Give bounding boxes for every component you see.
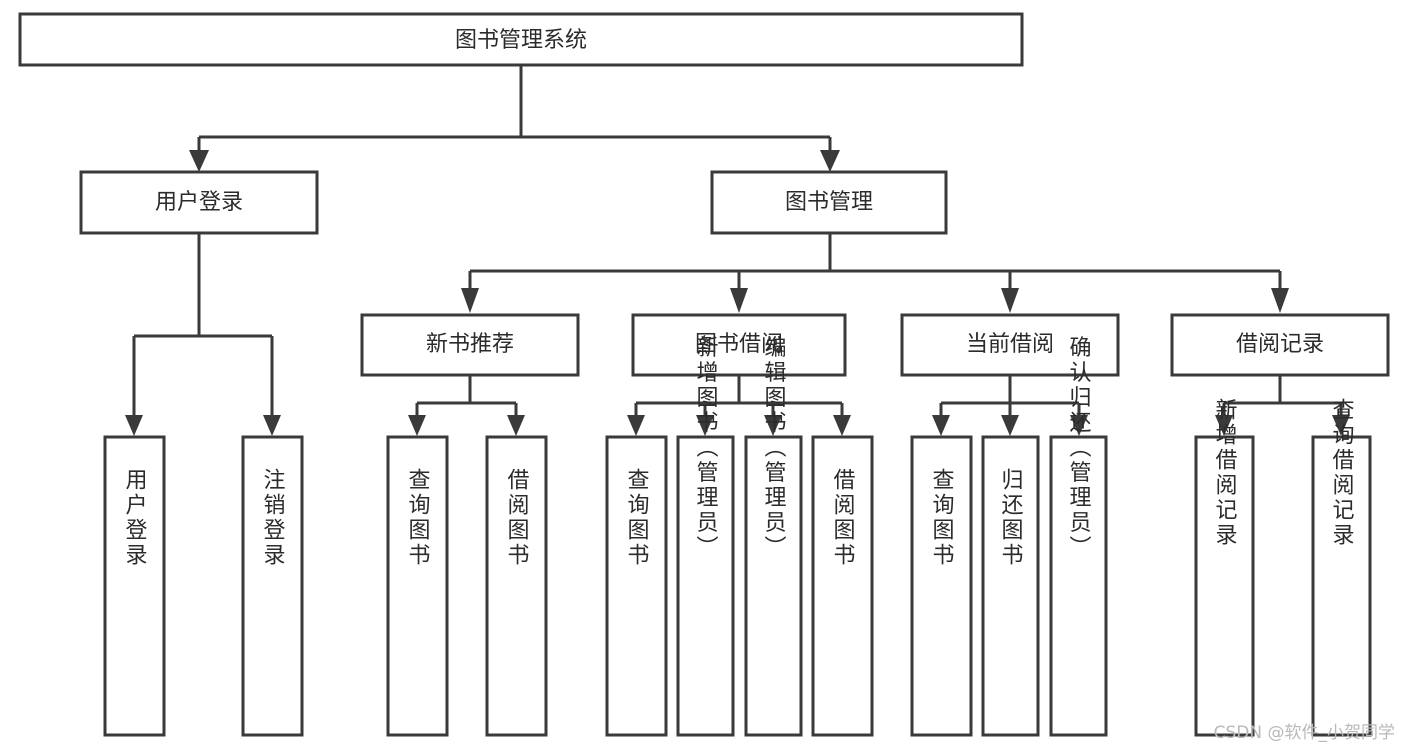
arrow-current-borrow-leaf-1 — [932, 415, 950, 436]
leaf-label-borrow-record-2: 查询借阅记录 — [1329, 398, 1355, 548]
arrow-user-login-leaf-1 — [125, 415, 143, 436]
leaf-box-current-borrow-2[interactable] — [981, 435, 1040, 737]
arrow-to-borrow-record — [1271, 288, 1289, 313]
book-management-label: 图书管理 — [785, 190, 873, 215]
leaf-box-current-borrow-1[interactable] — [910, 435, 973, 737]
connectors-layer — [125, 65, 1350, 436]
leaf-box-current-borrow-3[interactable] — [1049, 435, 1108, 737]
watermark-text: CSDN @软件_小贺同学 — [1213, 723, 1395, 743]
arrow-book-borrow-leaf-3 — [764, 415, 782, 436]
root-label: 图书管理系统 — [455, 28, 587, 53]
leaf-label-borrow-record-1: 新增借阅记录 — [1212, 398, 1238, 548]
arrow-root-to-book-mgmt — [820, 150, 840, 172]
user-login-box[interactable] — [79, 170, 319, 235]
borrow-record-box[interactable] — [1170, 313, 1390, 377]
leaf-node[interactable]: 注销登录 — [241, 435, 304, 737]
leaf-node[interactable]: 查询图书 — [386, 435, 449, 737]
new-book-recommend-box[interactable] — [360, 313, 580, 377]
node-book-borrow[interactable]: 图书借阅 — [631, 313, 847, 377]
leaf-label-user-login-2: 注销登录 — [260, 468, 286, 568]
current-borrow-label: 当前借阅 — [966, 332, 1054, 357]
leaf-box-book-borrow-1[interactable] — [605, 435, 668, 737]
arrow-user-login-leaf-2 — [263, 415, 281, 436]
leaf-node[interactable]: 新增借阅记录 — [1194, 398, 1255, 737]
leaf-node[interactable]: 新增图书（管理员） — [676, 336, 735, 737]
arrow-current-borrow-leaf-3 — [1070, 415, 1088, 436]
leaf-node[interactable]: 归还图书 — [981, 435, 1040, 737]
leaf-label-book-borrow-3: 编辑图书（管理员） — [761, 336, 787, 561]
leaf-node[interactable]: 借阅图书 — [811, 435, 874, 737]
leaf-label-current-borrow-1: 查询图书 — [929, 468, 955, 568]
arrow-new-book-leaf-2 — [507, 415, 525, 436]
borrow-record-label: 借阅记录 — [1236, 332, 1324, 357]
root-box[interactable] — [18, 12, 1024, 67]
leaf-label-user-login-1: 用户登录 — [122, 468, 148, 568]
node-root-book-management-system[interactable]: 图书管理系统 — [18, 12, 1024, 67]
arrow-borrow-record-leaf-1 — [1215, 415, 1233, 436]
leaf-label-new-book-1: 查询图书 — [405, 468, 431, 568]
leaf-box-book-borrow-3[interactable] — [744, 435, 803, 737]
leaf-node[interactable]: 查询图书 — [605, 435, 668, 737]
leaf-box-new-book-2[interactable] — [485, 435, 548, 737]
user-login-label: 用户登录 — [155, 190, 243, 215]
leaf-node[interactable]: 用户登录 — [103, 435, 166, 737]
leaf-node[interactable]: 查询借阅记录 — [1311, 398, 1372, 737]
arrow-borrow-record-leaf-2 — [1332, 415, 1350, 436]
leaf-box-book-borrow-2[interactable] — [676, 435, 735, 737]
leaf-label-book-borrow-4: 借阅图书 — [830, 468, 856, 568]
leaf-box-book-borrow-4[interactable] — [811, 435, 874, 737]
leaf-node[interactable]: 编辑图书（管理员） — [744, 336, 803, 737]
book-borrow-label: 图书借阅 — [695, 332, 783, 357]
leaf-node[interactable]: 查询图书 — [910, 435, 973, 737]
leaf-box-borrow-record-2[interactable] — [1311, 435, 1372, 737]
leaf-label-new-book-2: 借阅图书 — [504, 468, 530, 568]
book-management-box[interactable] — [710, 170, 948, 235]
new-book-recommend-label: 新书推荐 — [426, 332, 514, 357]
leaf-label-current-borrow-3: 确认归还（管理员） — [1066, 336, 1092, 561]
book-borrow-box[interactable] — [631, 313, 847, 377]
node-new-book-recommend[interactable]: 新书推荐 — [360, 313, 580, 377]
node-user-login[interactable]: 用户登录 — [79, 170, 319, 235]
arrow-to-new-book-recommend — [461, 288, 479, 313]
arrow-current-borrow-leaf-2 — [1001, 415, 1019, 436]
arrow-root-to-user-login — [189, 150, 209, 172]
arrow-book-borrow-leaf-2 — [696, 415, 714, 436]
leaf-box-user-login-1[interactable] — [103, 435, 166, 737]
arrow-new-book-leaf-1 — [408, 415, 426, 436]
current-borrow-box[interactable] — [900, 313, 1120, 377]
node-current-borrow[interactable]: 当前借阅 — [900, 313, 1120, 377]
arrow-book-borrow-leaf-4 — [833, 415, 851, 436]
arrow-to-book-borrow — [730, 288, 748, 313]
leaf-box-user-login-2[interactable] — [241, 435, 304, 737]
leaf-label-current-borrow-2: 归还图书 — [998, 468, 1024, 568]
arrow-book-borrow-leaf-1 — [627, 415, 645, 436]
arrow-to-current-borrow — [1001, 288, 1019, 313]
node-borrow-record[interactable]: 借阅记录 — [1170, 313, 1390, 377]
leaf-label-book-borrow-2: 新增图书（管理员） — [693, 336, 719, 561]
node-book-management[interactable]: 图书管理 — [710, 170, 948, 235]
leaf-box-new-book-1[interactable] — [386, 435, 449, 737]
leaf-node[interactable]: 借阅图书 — [485, 435, 548, 737]
leaf-label-book-borrow-1: 查询图书 — [624, 468, 650, 568]
leaf-node[interactable]: 确认归还（管理员） — [1049, 336, 1108, 737]
leaf-box-borrow-record-1[interactable] — [1194, 435, 1255, 737]
